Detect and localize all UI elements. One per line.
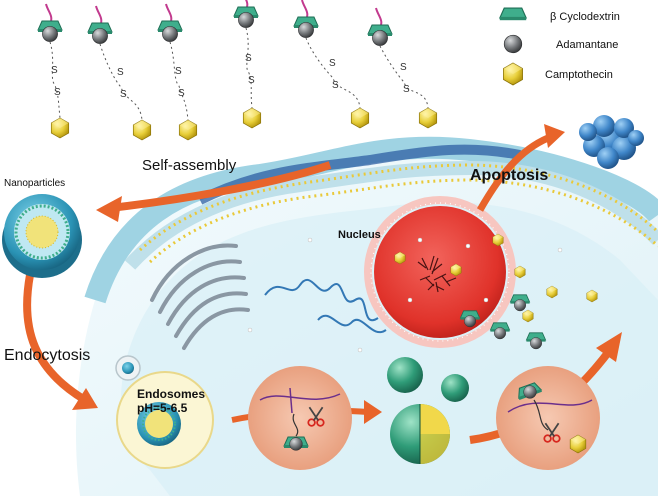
linker-s: S xyxy=(120,89,127,100)
adamantane-icon xyxy=(503,34,523,54)
endocytosis-arrow xyxy=(23,274,88,404)
self-assembly-arrowhead xyxy=(96,196,122,222)
cleavage-zone-2 xyxy=(496,366,600,470)
vesicle-dot xyxy=(407,297,413,303)
linker-s: S xyxy=(51,65,58,76)
small-vesicle xyxy=(115,355,141,381)
legend-item-cyclodextrin: β Cyclodextrin xyxy=(499,7,620,23)
legend: β Cyclodextrin Adamantane Camptothecin xyxy=(499,7,620,86)
rna-strand-2 xyxy=(317,314,387,334)
self-assembly-label: Self-assembly xyxy=(142,157,237,174)
legend-label: Adamantane xyxy=(556,39,618,51)
apoptosis-arrow xyxy=(476,134,550,212)
conjugate-chain: SS xyxy=(233,0,262,129)
vesicle-dot xyxy=(357,347,363,353)
green-spheres xyxy=(387,357,469,464)
linker-s: S xyxy=(329,58,336,69)
linker-s: S xyxy=(117,67,124,78)
apoptosis-arrowhead xyxy=(544,124,565,148)
cd-sphere xyxy=(387,357,423,393)
linker-s: S xyxy=(178,88,185,99)
beta-cyclodextrin-icon xyxy=(499,7,527,21)
release-arrowhead xyxy=(596,332,622,362)
endocytosis-arrowhead xyxy=(72,388,98,410)
apoptosis-label: Apoptosis xyxy=(470,167,548,184)
vesicle-dot xyxy=(307,237,313,243)
nucleus xyxy=(364,196,516,348)
endosomes-label: Endosomes xyxy=(137,387,205,401)
vesicle-dot xyxy=(557,247,563,253)
legend-label: Camptothecin xyxy=(545,69,613,81)
conjugate-chain: SS xyxy=(293,0,370,129)
conjugate-chain: SS xyxy=(157,3,198,141)
conjugate-chain: SS xyxy=(367,7,438,129)
nanoparticle xyxy=(2,194,82,278)
linker-s: S xyxy=(248,75,255,86)
legend-item-camptothecin: Camptothecin xyxy=(502,62,613,86)
endocytosis-label: Endocytosis xyxy=(4,347,90,364)
cd-sphere xyxy=(441,374,469,402)
golgi-apparatus xyxy=(150,243,250,350)
endosome xyxy=(116,371,214,469)
linker-s: S xyxy=(175,66,182,77)
linker-s: S xyxy=(332,80,339,91)
vesicle-dot xyxy=(483,297,489,303)
self-assembly-arrow xyxy=(109,161,332,212)
legend-label: β Cyclodextrin xyxy=(550,11,620,23)
apoptotic-cluster xyxy=(579,115,644,169)
linker-s: S xyxy=(245,53,252,64)
conjugate-chain: SS xyxy=(37,3,70,139)
cleavage-arrowhead xyxy=(364,400,382,424)
free-particles xyxy=(247,233,598,353)
linker-s: S xyxy=(54,87,61,98)
nanoparticles-label: Nanoparticles xyxy=(4,178,65,189)
vesicle-dot xyxy=(465,243,471,249)
nucleus-label: Nucleus xyxy=(338,229,381,241)
vesicle-dot xyxy=(247,327,253,333)
cleavage-zone-1 xyxy=(248,366,352,470)
cell-membrane xyxy=(84,136,658,304)
legend-item-adamantane: Adamantane xyxy=(503,34,618,54)
linker-s: S xyxy=(403,84,410,95)
camptothecin-icon xyxy=(502,62,524,86)
ph-label: pH=5-6.5 xyxy=(137,401,188,415)
linker-s: S xyxy=(400,62,407,73)
rna-strand xyxy=(264,278,379,322)
sphere-cutaway xyxy=(390,404,450,464)
chromatin xyxy=(417,255,457,293)
vesicle-dot xyxy=(417,237,423,243)
conjugate-chain: SS xyxy=(87,5,152,141)
